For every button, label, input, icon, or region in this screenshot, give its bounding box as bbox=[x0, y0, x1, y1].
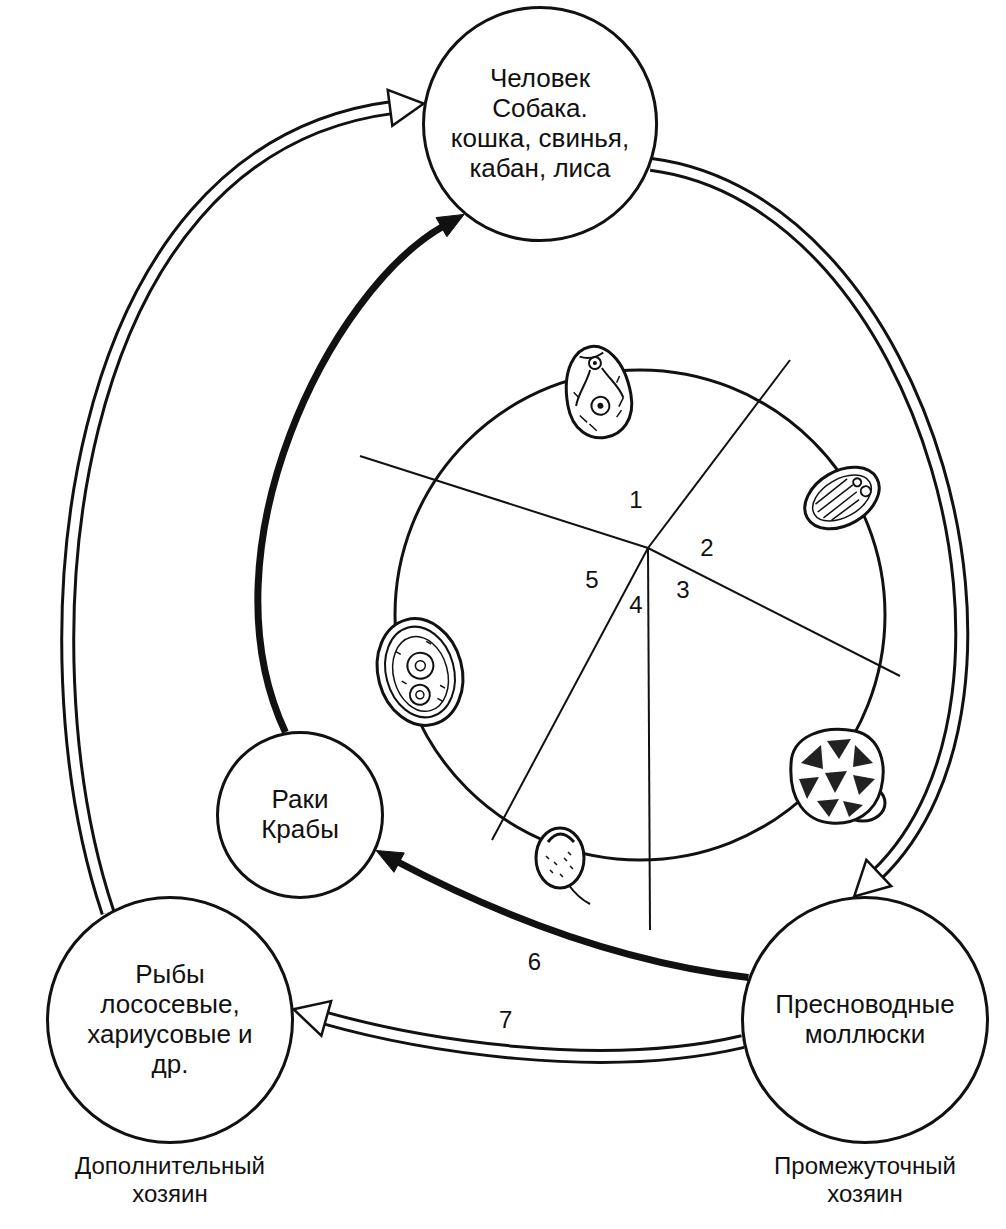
arrow-shaft bbox=[396, 861, 748, 977]
host-circle: Пресноводные моллюскиПромежуточный хозяи… bbox=[741, 896, 989, 1144]
cercaria-figure bbox=[536, 828, 590, 904]
host-name: Пресноводные моллюски bbox=[760, 990, 970, 1050]
host-circle: Раки Крабы bbox=[216, 731, 384, 899]
host-name: Раки Крабы bbox=[240, 785, 360, 845]
host-role: Дополнительный хозяин bbox=[60, 1152, 280, 1208]
hollow-cycle-arrow bbox=[651, 164, 962, 896]
egg-figure bbox=[558, 341, 637, 443]
redia-figure bbox=[791, 729, 885, 823]
host-circle: Рыбы лососевые, хариусовые и др.Дополнит… bbox=[46, 896, 294, 1144]
circle-border bbox=[218, 733, 383, 898]
host-name: Рыбы лососевые, хариусовые и др. bbox=[75, 960, 265, 1080]
hollow-arrowhead bbox=[388, 90, 424, 126]
stage-ring bbox=[395, 370, 885, 860]
stage-number: 3 bbox=[674, 577, 691, 603]
circle-text-area: Раки Крабы bbox=[216, 731, 384, 899]
circle-border bbox=[743, 898, 988, 1143]
solid-arrowhead bbox=[376, 850, 404, 872]
arrow-shaft-outline bbox=[651, 164, 962, 875]
stage-number: 4 bbox=[627, 592, 644, 618]
miracidium-egg-figure bbox=[794, 455, 890, 542]
circle-border bbox=[423, 7, 656, 240]
stage-number: 5 bbox=[583, 567, 600, 593]
stage-number: 1 bbox=[627, 487, 644, 513]
metacercaria-cyst-figure bbox=[365, 609, 474, 735]
arrow-shaft-outline bbox=[323, 1018, 743, 1057]
edge-number: 7 bbox=[496, 1007, 515, 1033]
arrow-shaft-fill bbox=[323, 1018, 743, 1057]
hollow-cycle-arrow bbox=[68, 90, 424, 913]
bold-cycle-arrow bbox=[258, 214, 464, 732]
circle-text-area: Пресноводные моллюски bbox=[741, 896, 989, 1144]
edge-number: 6 bbox=[525, 949, 544, 975]
sector-lines bbox=[360, 360, 900, 930]
circle-border bbox=[48, 898, 293, 1143]
bold-cycle-arrow bbox=[376, 850, 748, 977]
arrow-shaft-outline bbox=[68, 107, 393, 912]
circle-text-area: Человек Собака. кошка, свинья, кабан, ли… bbox=[422, 6, 658, 242]
stage-number: 2 bbox=[698, 535, 715, 561]
host-name: Человек Собака. кошка, свинья, кабан, ли… bbox=[450, 64, 630, 184]
hollow-cycle-arrow bbox=[294, 1001, 743, 1056]
solid-arrowhead bbox=[436, 214, 464, 236]
circle-text-area: Рыбы лососевые, хариусовые и др. bbox=[46, 896, 294, 1144]
host-role: Промежуточный хозяин bbox=[755, 1152, 975, 1208]
hollow-arrowhead bbox=[854, 860, 891, 896]
host-circle: Человек Собака. кошка, свинья, кабан, ли… bbox=[422, 6, 658, 242]
arrow-shaft-fill bbox=[68, 107, 393, 912]
hollow-arrowhead bbox=[294, 1001, 332, 1036]
arrow-shaft-fill bbox=[651, 164, 962, 875]
arrow-shaft bbox=[258, 226, 444, 733]
